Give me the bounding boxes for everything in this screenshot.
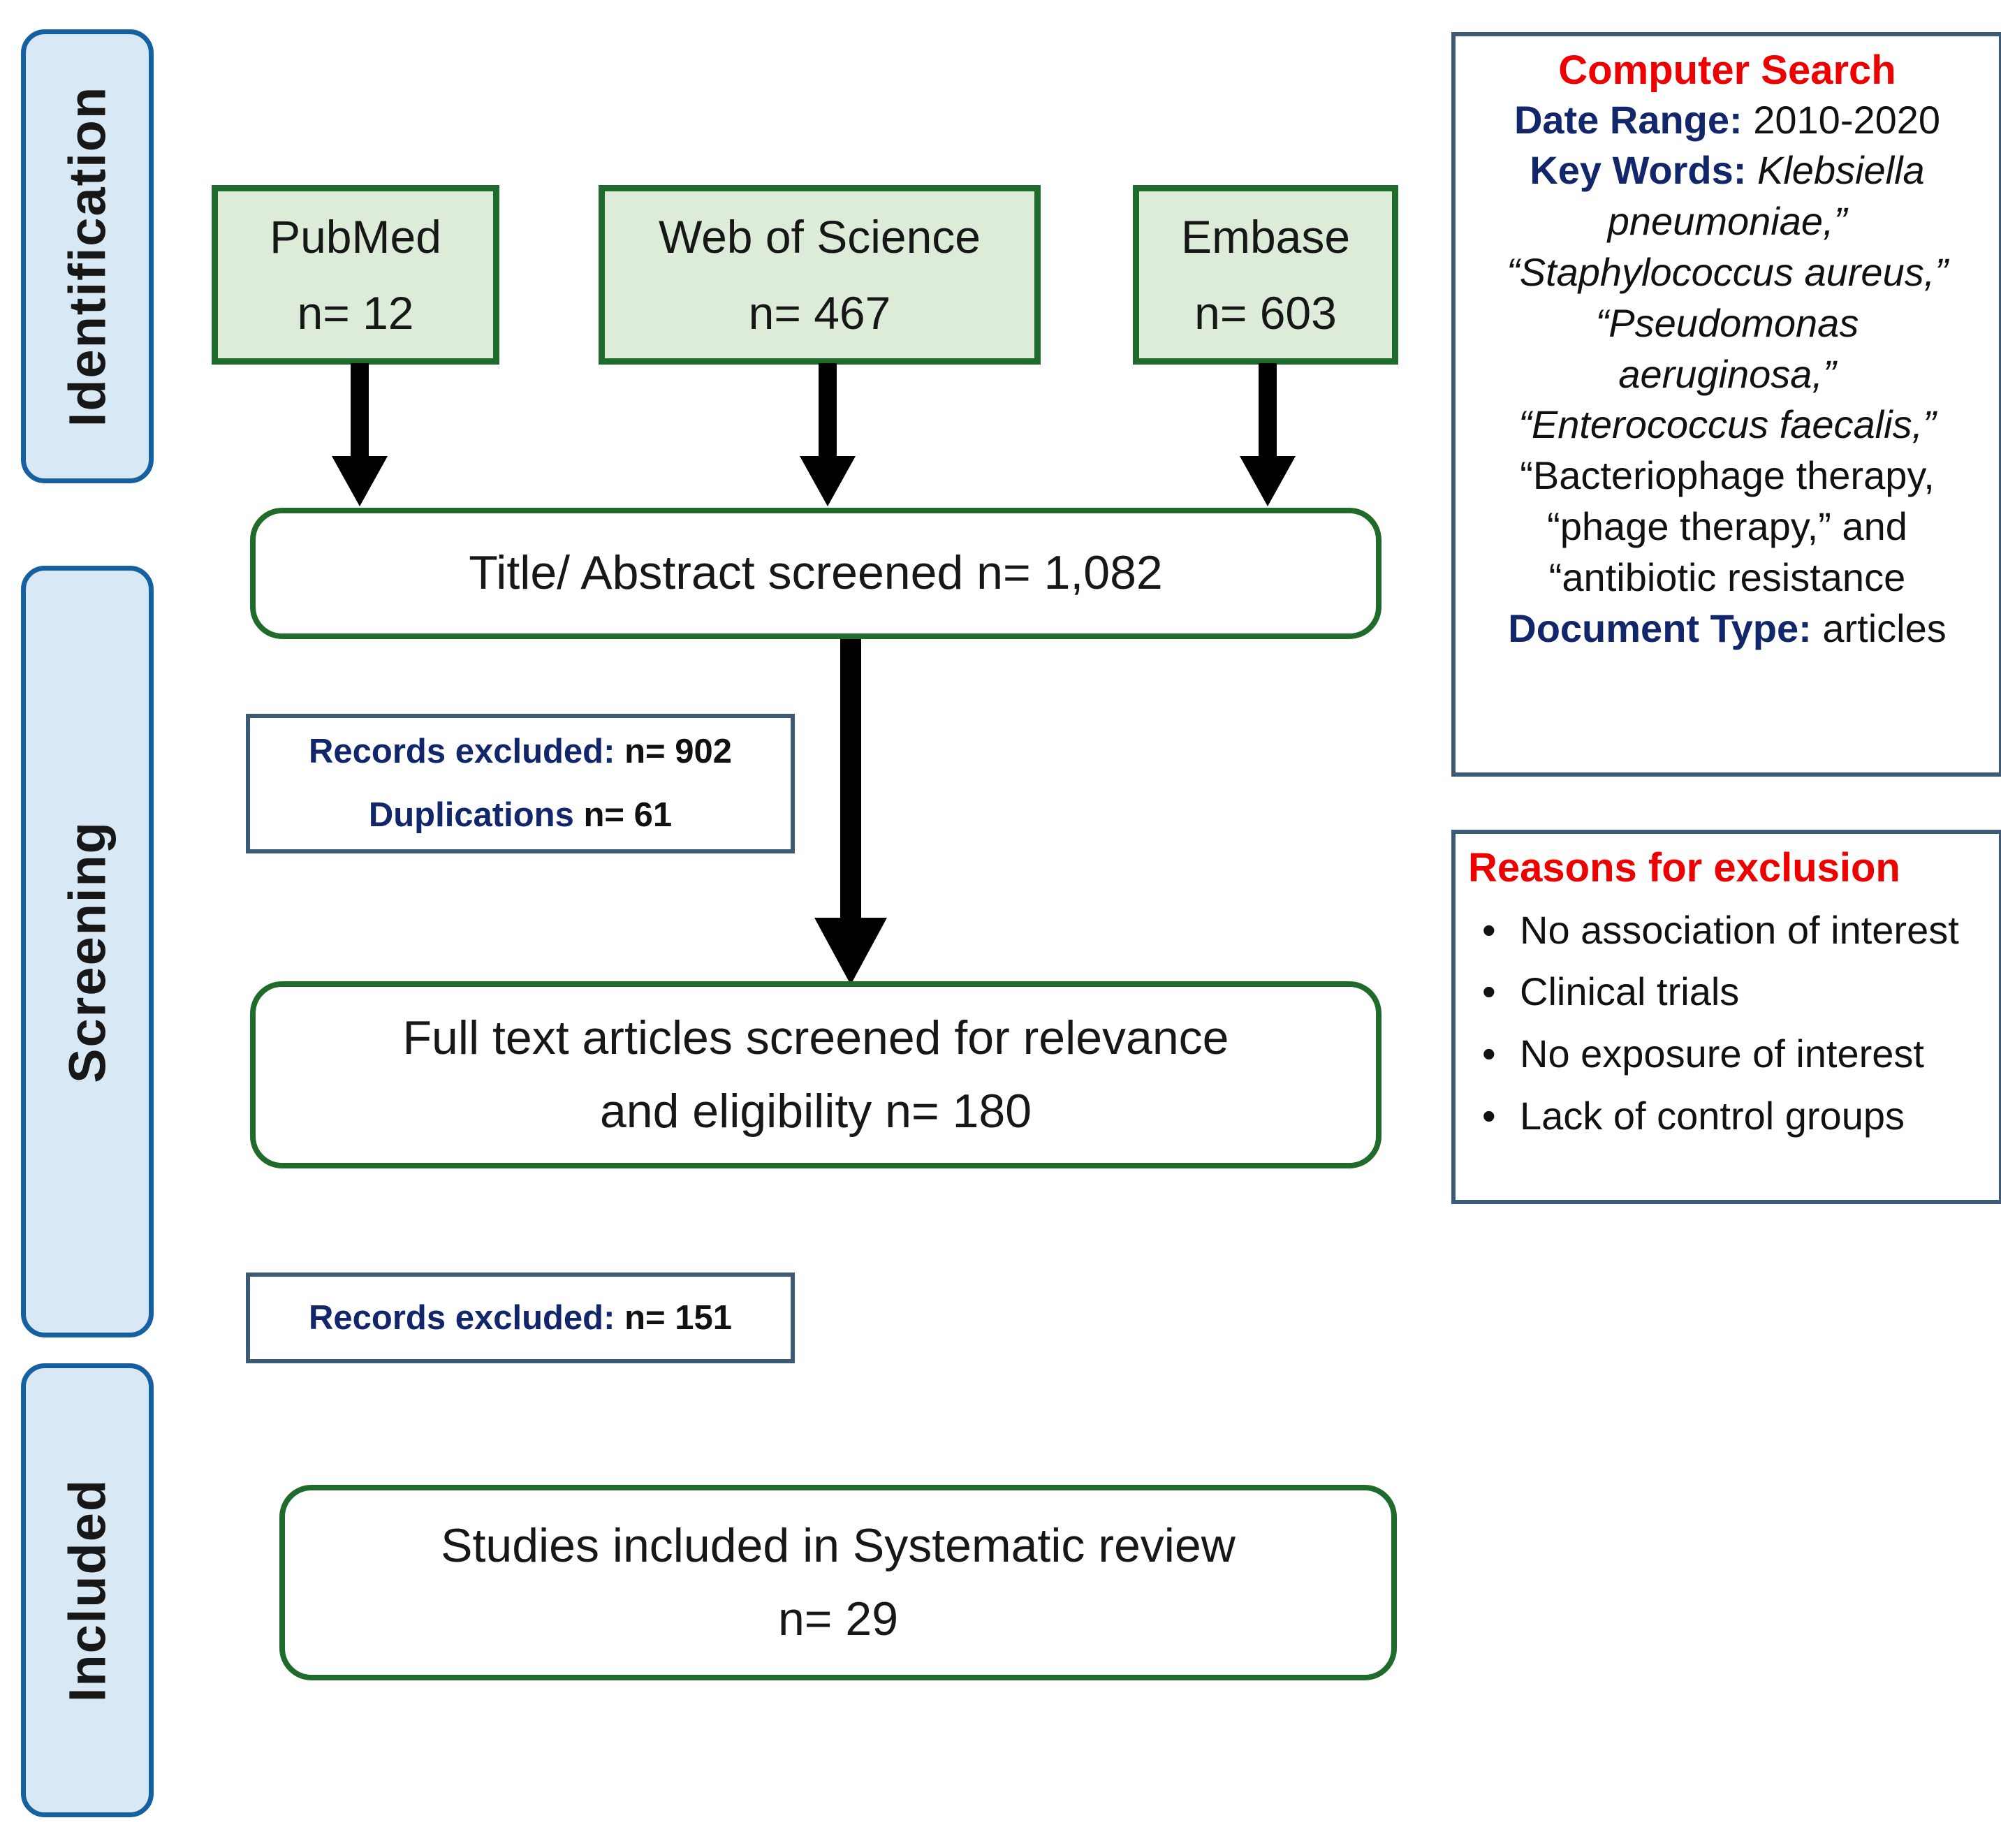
flow-box-full-text-line1: Full text articles screened for relevanc… bbox=[402, 1011, 1229, 1064]
reasons-list-item-text: No exposure of interest bbox=[1520, 1032, 1924, 1076]
reasons-list-item-text: Lack of control groups bbox=[1520, 1093, 1905, 1138]
panel-computer-search: Computer Search Date Range: 2010-2020 Ke… bbox=[1451, 32, 2001, 777]
exclusion-value-duplications: n= 61 bbox=[583, 796, 673, 834]
exclusion-box-records-excluded-902: Records excluded: n= 902 Duplications n=… bbox=[246, 714, 795, 853]
search-keyword-plain-0: “Bacteriophage therapy, bbox=[1520, 453, 1935, 498]
panel-title-reasons-for-exclusion: Reasons for exclusion bbox=[1468, 845, 1900, 890]
source-name-web-of-science: Web of Science bbox=[658, 210, 981, 263]
reasons-list: • No association of interest • Clinical … bbox=[1468, 905, 1986, 1142]
reasons-list-item: • Clinical trials bbox=[1468, 967, 1986, 1018]
search-keyword-plain-1: “phage therapy,” and bbox=[1547, 504, 1907, 548]
flow-box-title-abstract-screened: Title/ Abstract screened n= 1,082 bbox=[250, 508, 1381, 639]
flow-box-studies-included-line1: Studies included in Systematic review bbox=[441, 1518, 1236, 1572]
stage-label-screening: Screening bbox=[58, 820, 117, 1083]
exclusion-label-records-excluded-2: Records excluded: bbox=[309, 1298, 615, 1337]
arrow-web-of-science-to-screened bbox=[786, 363, 870, 506]
search-keyword-0: Klebsiella bbox=[1757, 148, 1925, 193]
search-keywords-label: Key Words: bbox=[1530, 148, 1747, 193]
arrow-pubmed-to-screened bbox=[318, 363, 402, 506]
bullet-icon: • bbox=[1482, 1093, 1496, 1138]
source-count-web-of-science: n= 467 bbox=[748, 286, 891, 339]
source-box-embase: Embase n= 603 bbox=[1133, 185, 1398, 365]
search-doc-type-value: articles bbox=[1822, 606, 1947, 650]
search-keyword-1: pneumoniae,” bbox=[1607, 199, 1847, 244]
source-name-embase: Embase bbox=[1180, 210, 1351, 263]
exclusion-row-duplications: Duplications n= 61 bbox=[369, 784, 672, 847]
stage-rail-screening: Screening bbox=[21, 566, 154, 1337]
source-count-embase: n= 603 bbox=[1194, 286, 1337, 339]
flow-box-studies-included: Studies included in Systematic review n=… bbox=[279, 1485, 1397, 1680]
exclusion-label-duplications: Duplications bbox=[368, 796, 574, 834]
search-date-range-row: Date Range: 2010-2020 bbox=[1468, 95, 1986, 146]
exclusion-box-records-excluded-151: Records excluded: n= 151 bbox=[246, 1273, 795, 1363]
search-keyword-5: “Enterococcus faecalis,” bbox=[1518, 402, 1936, 447]
stage-rail-identification: Identification bbox=[21, 29, 154, 483]
panel-reasons-for-exclusion: Reasons for exclusion • No association o… bbox=[1451, 830, 2001, 1204]
stage-rail-included: Included bbox=[21, 1363, 154, 1817]
bullet-icon: • bbox=[1482, 1032, 1496, 1076]
flow-box-full-text-screened: Full text articles screened for relevanc… bbox=[250, 981, 1381, 1168]
panel-title-computer-search: Computer Search bbox=[1558, 47, 1896, 93]
search-keyword-3: “Pseudomonas bbox=[1595, 300, 1859, 345]
source-count-pubmed: n= 12 bbox=[297, 286, 414, 339]
arrow-embase-to-screened bbox=[1226, 363, 1310, 506]
search-doc-type-row: Document Type: articles bbox=[1468, 603, 1986, 654]
bullet-icon: • bbox=[1482, 907, 1496, 952]
arrow-screened-to-fulltext bbox=[781, 639, 921, 985]
flow-box-studies-included-line2: n= 29 bbox=[777, 1592, 899, 1645]
exclusion-row-records-excluded: Records excluded: n= 902 bbox=[309, 720, 732, 784]
reasons-list-item: • No association of interest bbox=[1468, 905, 1986, 956]
stage-label-included: Included bbox=[58, 1478, 117, 1703]
flow-box-full-text-line2: and eligibility n= 180 bbox=[599, 1085, 1032, 1138]
search-date-range-value: 2010-2020 bbox=[1753, 97, 1941, 142]
exclusion-value-records-excluded: n= 902 bbox=[624, 733, 732, 771]
bullet-icon: • bbox=[1482, 969, 1496, 1014]
reasons-list-item-text: Clinical trials bbox=[1520, 969, 1740, 1014]
computer-search-body: Date Range: 2010-2020 Key Words: Klebsie… bbox=[1468, 95, 1986, 654]
flow-box-title-abstract-screened-text: Title/ Abstract screened n= 1,082 bbox=[469, 546, 1163, 600]
search-keyword-plain-2: “antibiotic resistance bbox=[1548, 555, 1906, 599]
source-box-pubmed: PubMed n= 12 bbox=[212, 185, 499, 365]
stage-label-identification: Identification bbox=[58, 85, 117, 427]
search-doc-type-label: Document Type: bbox=[1508, 606, 1812, 650]
reasons-list-item: • No exposure of interest bbox=[1468, 1029, 1986, 1080]
search-keyword-4: aeruginosa,” bbox=[1618, 351, 1836, 396]
source-box-web-of-science: Web of Science n= 467 bbox=[599, 185, 1041, 365]
source-name-pubmed: PubMed bbox=[270, 210, 441, 263]
search-date-range-label: Date Range: bbox=[1513, 97, 1743, 142]
exclusion-value-records-excluded-2: n= 151 bbox=[624, 1298, 732, 1337]
reasons-list-item: • Lack of control groups bbox=[1468, 1091, 1986, 1142]
exclusion-label-records-excluded: Records excluded: bbox=[309, 733, 615, 771]
search-keyword-2: “Staphylococcus aureus,” bbox=[1507, 249, 1948, 294]
reasons-list-item-text: No association of interest bbox=[1520, 907, 1959, 952]
exclusion-row-records-excluded-2: Records excluded: n= 151 bbox=[309, 1286, 732, 1350]
search-keywords-row: Key Words: Klebsiella bbox=[1468, 145, 1986, 196]
